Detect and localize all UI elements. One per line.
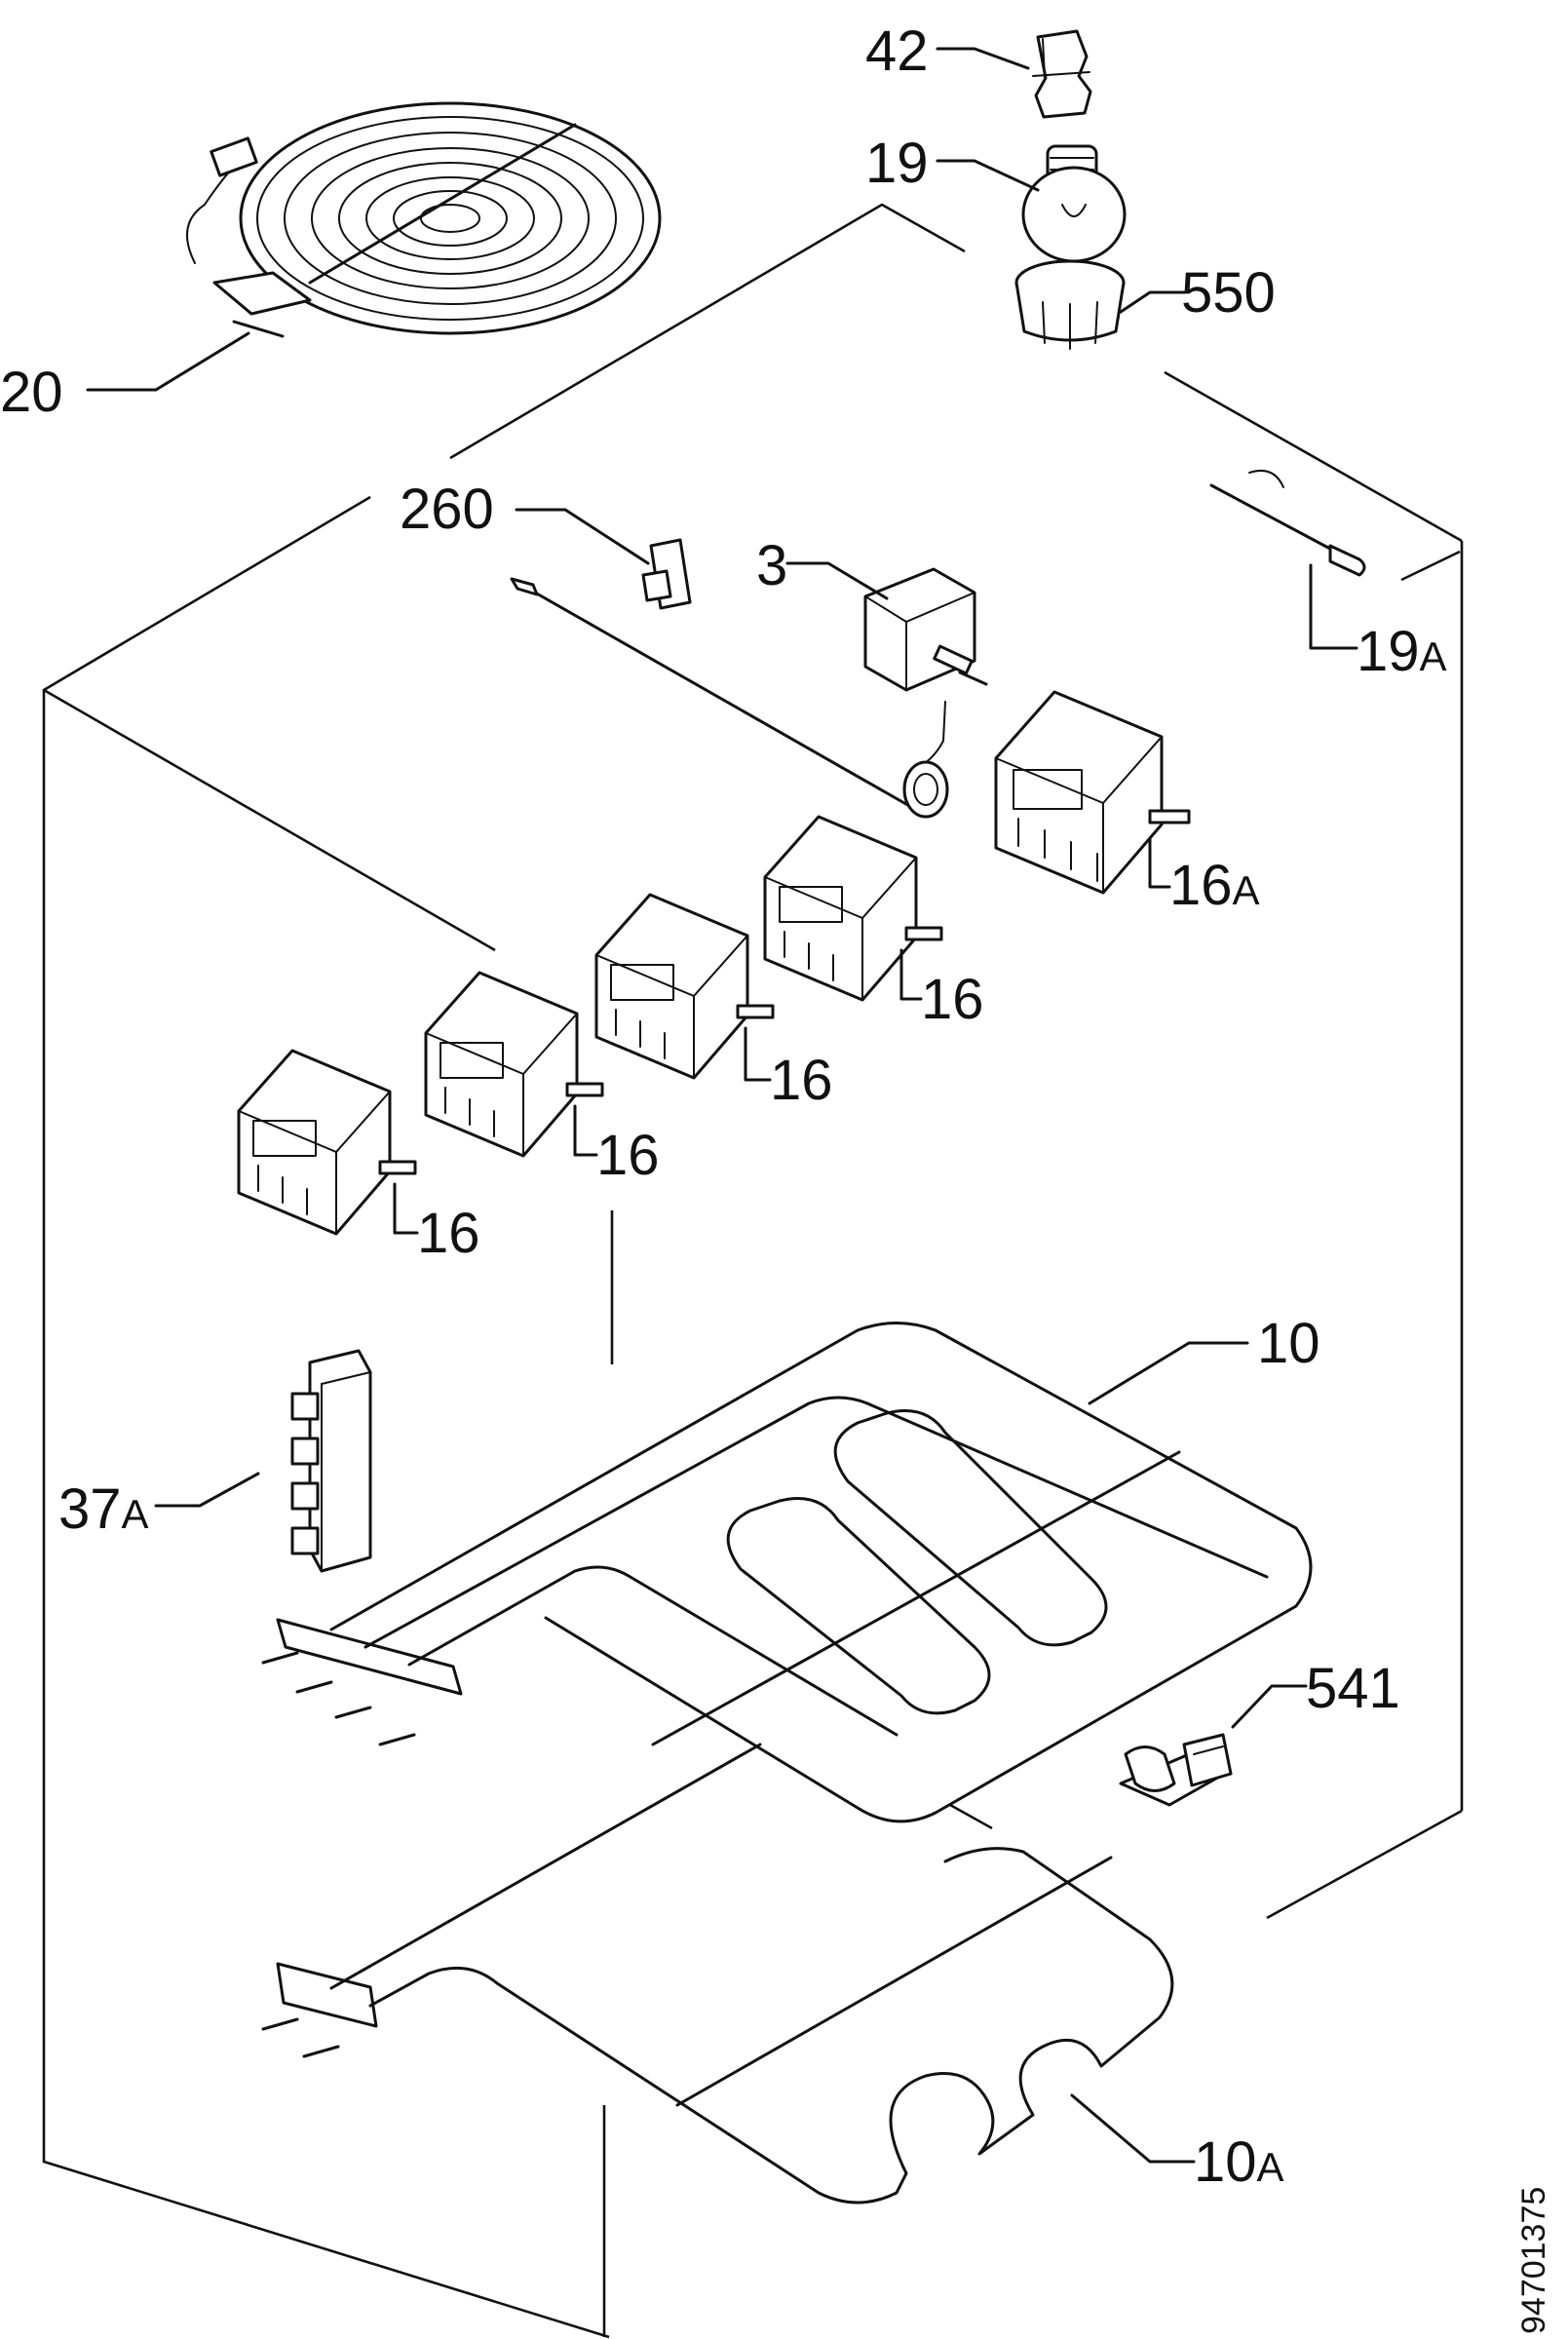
leader-16-2 [744,1026,772,1082]
drawing-code: 94701375 [1515,2187,1552,2334]
leader-541 [1231,1684,1308,1729]
leader-37a [154,1472,260,1508]
retaining-clip [641,538,692,610]
leader-16-4 [393,1182,419,1235]
leader-10a [1070,2093,1196,2164]
label-10a: 10A [1194,2130,1284,2194]
thermostat [510,567,988,819]
selector-switch-16-1 [763,815,943,1002]
selector-switch-16-4 [237,1049,417,1236]
label-37a: 37A [58,1477,149,1541]
selector-switch-16a [994,690,1191,895]
terminal-block [290,1349,372,1573]
leader-3 [785,561,889,600]
leader-550 [1119,290,1186,314]
label-20: 20 [0,361,63,424]
lamp-holder-cap [1032,29,1092,119]
label-3: 3 [756,534,787,597]
leader-19a [1309,563,1358,650]
label-16-2: 16 [770,1049,833,1112]
leader-19 [936,159,1040,192]
label-16a: 16A [1169,854,1260,917]
leader-16-1 [899,948,923,1001]
temperature-sensor [1209,469,1366,577]
hob-heating-element [186,101,662,338]
lamp-glass-cover [1014,259,1126,350]
leader-260 [515,508,650,565]
selector-switch-16-3 [424,971,604,1158]
label-16-4: 16 [417,1202,480,1265]
label-16-3: 16 [596,1124,660,1187]
lamp-socket [1119,1733,1233,1807]
label-16-1: 16 [921,968,984,1031]
leader-20 [86,331,250,392]
label-550: 550 [1181,261,1276,325]
selector-switch-16-2 [594,893,775,1080]
leader-10 [1088,1341,1249,1405]
leader-42 [936,47,1030,70]
leader-16-3 [573,1104,598,1157]
grill-heating-element [261,1322,1313,1823]
label-19a: 19A [1357,620,1447,683]
cabinet-outline [42,203,1464,2339]
label-19: 19 [865,132,929,195]
label-260: 260 [400,478,494,541]
oven-lamp-bulb [1021,144,1127,263]
bottom-heating-element [261,1743,1174,2205]
label-541: 541 [1306,1657,1400,1720]
leader-16a [1148,836,1171,889]
label-10: 10 [1257,1312,1320,1375]
label-42: 42 [865,19,929,83]
